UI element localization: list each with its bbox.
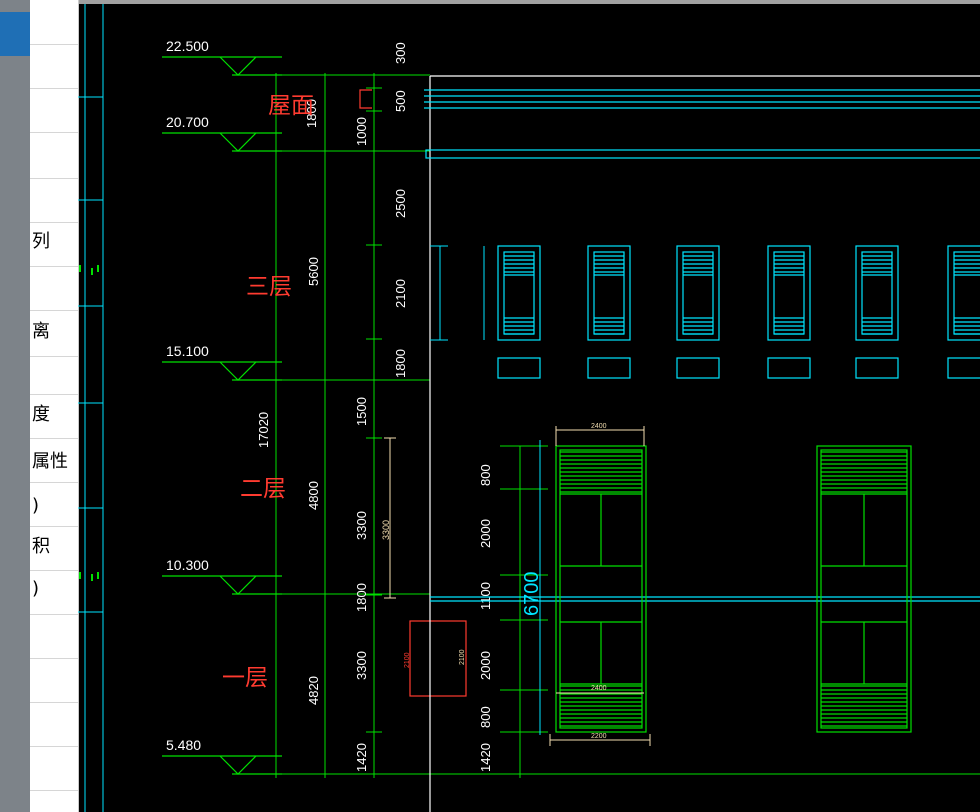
panel-label[interactable]: 属性 xyxy=(32,451,68,472)
panel-row-divider xyxy=(30,438,78,439)
panel-row-divider xyxy=(30,482,78,483)
panel-row-divider xyxy=(30,88,78,89)
dim-label: 2000 xyxy=(478,651,493,680)
panel-label[interactable]: 积 xyxy=(32,536,50,557)
drawing-frame xyxy=(78,4,104,812)
floor-label: 一层 xyxy=(222,664,268,690)
window xyxy=(767,245,811,379)
panel-row-divider xyxy=(30,356,78,357)
dim-label: 1000 xyxy=(354,117,369,146)
third-floor-windows xyxy=(497,245,980,379)
dim-label: 800 xyxy=(478,706,493,728)
dim-label: 300 xyxy=(393,42,408,64)
dimension-lines xyxy=(270,73,980,778)
dim-label: 1420 xyxy=(478,743,493,772)
panel-row-divider xyxy=(30,132,78,133)
dim-label-small: 2100 xyxy=(459,649,466,665)
dim-label: 1500 xyxy=(354,397,369,426)
dim-label: 1100 xyxy=(478,582,493,610)
dim-label: 3300 xyxy=(354,511,369,540)
panel-label[interactable]: ) xyxy=(32,495,40,516)
properties-panel[interactable]: 列 离 度 属性 ) 积 ) xyxy=(30,0,79,812)
cad-drawing-canvas[interactable]: 22.500 20.700 15.100 10.300 5.480 1800 5… xyxy=(78,4,980,812)
window xyxy=(587,245,631,379)
overall-door-dim: 6700 xyxy=(521,440,543,735)
elevation-label: 20.700 xyxy=(166,114,209,130)
floor-label: 二层 xyxy=(240,475,286,501)
panel-row-divider xyxy=(30,178,78,179)
dim-labels-col3: 800 2000 1100 2000 800 1420 xyxy=(478,464,493,772)
panel-row-divider xyxy=(30,614,78,615)
panel-row-divider xyxy=(30,310,78,311)
panel-row-divider xyxy=(30,222,78,223)
building-outline xyxy=(429,75,980,812)
elevation-label: 15.100 xyxy=(166,343,209,359)
panel-label[interactable]: 离 xyxy=(32,321,50,342)
floor-label: 三层 xyxy=(246,273,292,299)
window-dims xyxy=(430,245,485,341)
dim-label: 3300 xyxy=(354,651,369,680)
floor-labels: 屋面 三层 二层 一层 xyxy=(222,92,314,690)
window xyxy=(497,245,541,379)
panel-row-divider xyxy=(30,746,78,747)
dim-labels-col2: 300 500 1000 2500 2100 1800 1500 3300 18… xyxy=(354,42,408,772)
dim-label: 17020 xyxy=(256,412,271,448)
dim-label: 4820 xyxy=(306,676,321,705)
door-width-dims xyxy=(549,426,651,746)
dim-label: 2000 xyxy=(478,519,493,548)
dim-label: 1800 xyxy=(354,583,369,612)
panel-label[interactable]: 度 xyxy=(32,404,50,425)
panel-row-divider xyxy=(30,702,78,703)
floor-label: 屋面 xyxy=(268,92,314,118)
panel-row-divider xyxy=(30,658,78,659)
dim-label: 1420 xyxy=(354,743,369,772)
red-opening xyxy=(409,620,467,697)
dim-label: 800 xyxy=(478,464,493,486)
door xyxy=(555,445,647,733)
first-floor-doors xyxy=(555,445,912,733)
dock-selected-tab[interactable] xyxy=(0,12,30,56)
dim-label: 4800 xyxy=(306,481,321,510)
dim-label-small: 2200 xyxy=(591,733,607,740)
panel-label[interactable]: 列 xyxy=(32,231,50,252)
elevation-labels: 22.500 20.700 15.100 10.300 5.480 xyxy=(166,38,209,753)
dim-label: 2100 xyxy=(393,279,408,308)
left-dock-strip[interactable] xyxy=(0,0,30,812)
window-top-border xyxy=(0,0,980,4)
dim-label-small: 2400 xyxy=(591,423,607,430)
dim-label: 1800 xyxy=(304,99,319,128)
roof-bands xyxy=(424,89,980,602)
elevation-label: 22.500 xyxy=(166,38,209,54)
window xyxy=(855,245,899,379)
panel-row-divider xyxy=(30,394,78,395)
panel-row-divider xyxy=(30,570,78,571)
elevation-label: 10.300 xyxy=(166,557,209,573)
dim-label: 2500 xyxy=(393,189,408,218)
panel-label[interactable]: ) xyxy=(32,578,40,599)
door-width-labels: 2400 2400 2200 xyxy=(591,423,607,740)
window xyxy=(676,245,720,379)
dim-label: 5600 xyxy=(306,257,321,286)
panel-row-divider xyxy=(30,44,78,45)
frame-tick-marks xyxy=(79,265,99,581)
panel-row-divider xyxy=(30,266,78,267)
dim-label: 1800 xyxy=(393,349,408,378)
tan-dimension xyxy=(384,437,467,695)
dim-label-small: 3300 xyxy=(381,520,391,540)
dim-labels-col1: 1800 5600 17020 4800 4820 xyxy=(256,99,321,705)
window xyxy=(947,245,980,379)
dim-label: 500 xyxy=(393,90,408,112)
dim-label-small: 2100 xyxy=(404,652,411,668)
dim-label-big: 6700 xyxy=(521,572,543,617)
panel-row-divider xyxy=(30,526,78,527)
panel-row-divider xyxy=(30,790,78,791)
elevation-label: 5.480 xyxy=(166,737,201,753)
dim-label-small: 2400 xyxy=(591,685,607,692)
roof-marker xyxy=(359,89,372,109)
door xyxy=(816,445,912,733)
